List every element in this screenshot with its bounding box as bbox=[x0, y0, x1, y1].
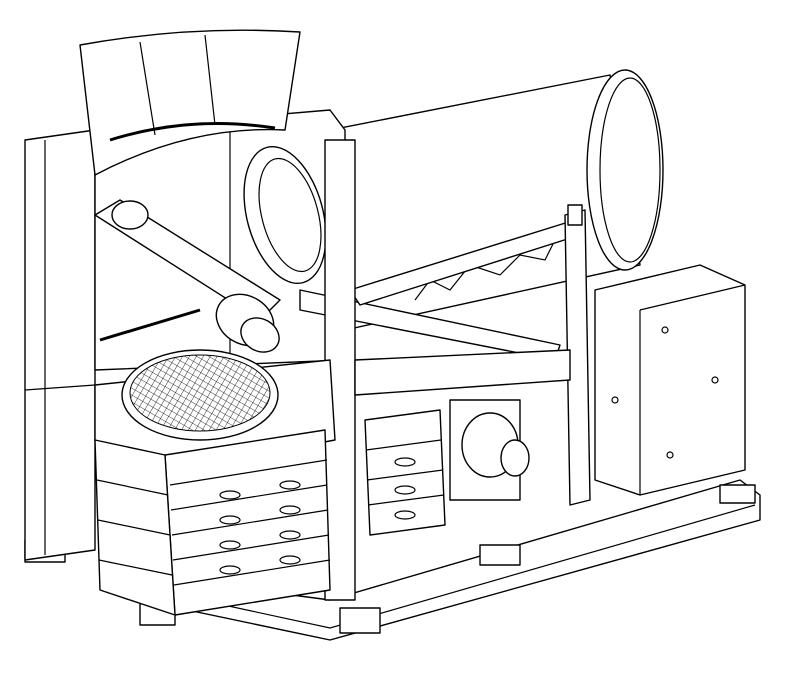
drawer-handles bbox=[219, 480, 301, 575]
post bbox=[564, 204, 591, 506]
housing bbox=[24, 109, 346, 561]
drawer-stack-front bbox=[164, 429, 331, 616]
drawer-stack-side bbox=[94, 439, 176, 616]
arm-tube bbox=[94, 199, 581, 361]
drawer-stack-middle bbox=[364, 409, 446, 536]
ring bbox=[243, 145, 327, 285]
funnel bbox=[79, 29, 301, 176]
motor bbox=[449, 399, 530, 501]
shelf bbox=[354, 349, 571, 396]
cabinet bbox=[594, 264, 746, 496]
